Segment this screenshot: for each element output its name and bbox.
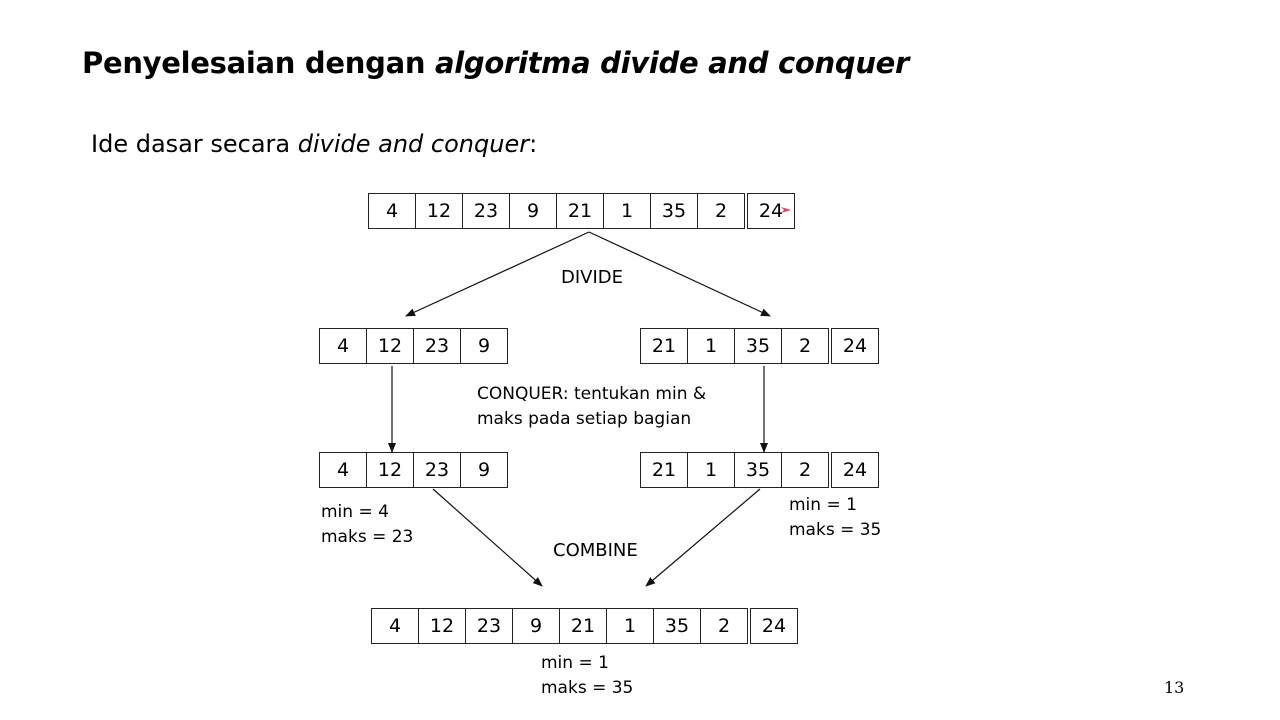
combined-cell: 12 (418, 608, 466, 644)
right-half-cell: 21 (640, 328, 688, 364)
left-conquered-cell: 23 (413, 452, 461, 488)
combine-label: COMBINE (553, 540, 638, 561)
subtitle-end: : (529, 130, 538, 158)
title-italic: algoritma divide and conquer (434, 46, 910, 80)
left-half-cell: 12 (366, 328, 414, 364)
conquer-line-1: CONQUER: tentukan min & (477, 384, 707, 404)
combined-cell: 24 (750, 608, 798, 644)
combined-cell: 21 (559, 608, 607, 644)
combined-cell: 35 (653, 608, 701, 644)
title-plain: Penyelesaian dengan (82, 46, 435, 80)
left-min: min = 4 (321, 502, 389, 522)
top-array-cell: 2 (697, 193, 745, 229)
combined-cell: 4 (371, 608, 419, 644)
page-number: 13 (1164, 678, 1185, 697)
conquer-label: CONQUER: tentukan min & maks pada setiap… (477, 382, 706, 432)
top-array-cell: 4 (368, 193, 416, 229)
divide-arrow-right (588, 231, 771, 317)
final-max: maks = 35 (541, 678, 634, 698)
right-half-cell: 1 (687, 328, 735, 364)
right-half-cell: 24 (831, 328, 879, 364)
top-array-cell: 21 (556, 193, 604, 229)
top-array-cell: 9 (509, 193, 557, 229)
left-half-cell: 4 (319, 328, 367, 364)
left-minmax: min = 4 maks = 23 (321, 500, 413, 550)
divide-arrow-left (405, 231, 590, 317)
right-min: min = 1 (789, 495, 857, 515)
left-conquered-cell: 12 (366, 452, 414, 488)
right-conquered-cell: 2 (781, 452, 829, 488)
left-conquered-cell: 4 (319, 452, 367, 488)
divide-label: DIVIDE (561, 267, 624, 288)
left-max: maks = 23 (321, 527, 414, 547)
subtitle-italic: divide and conquer (297, 130, 530, 158)
combined-cell: 9 (512, 608, 560, 644)
slide-title: Penyelesaian dengan algoritma divide and… (82, 46, 909, 80)
left-conquered-cell: 9 (460, 452, 508, 488)
right-conquered-cell: 21 (640, 452, 688, 488)
right-minmax: min = 1 maks = 35 (789, 493, 881, 543)
top-array-cell: 1 (603, 193, 651, 229)
right-conquered-cell: 35 (734, 452, 782, 488)
right-conquered-cell: 1 (687, 452, 735, 488)
combined-cell: 23 (465, 608, 513, 644)
combine-arrow-left (432, 488, 543, 587)
top-array-cell: 23 (462, 193, 510, 229)
combined-cell: 1 (606, 608, 654, 644)
pen-cursor-mark (781, 207, 791, 213)
right-max: maks = 35 (789, 520, 882, 540)
top-array-cell: 12 (415, 193, 463, 229)
left-half-cell: 9 (460, 328, 508, 364)
top-array-cell: 24 (747, 193, 795, 229)
right-half-cell: 35 (734, 328, 782, 364)
conquer-line-2: maks pada setiap bagian (477, 409, 692, 429)
combine-arrow-right (645, 488, 761, 587)
subtitle-plain: Ide dasar secara (91, 130, 298, 158)
final-minmax: min = 1 maks = 35 (541, 651, 633, 701)
final-min: min = 1 (541, 653, 609, 673)
slide-subtitle: Ide dasar secara divide and conquer: (91, 130, 537, 158)
combined-cell: 2 (700, 608, 748, 644)
top-array-cell: 35 (650, 193, 698, 229)
left-half-cell: 23 (413, 328, 461, 364)
right-half-cell: 2 (781, 328, 829, 364)
right-conquered-cell: 24 (831, 452, 879, 488)
